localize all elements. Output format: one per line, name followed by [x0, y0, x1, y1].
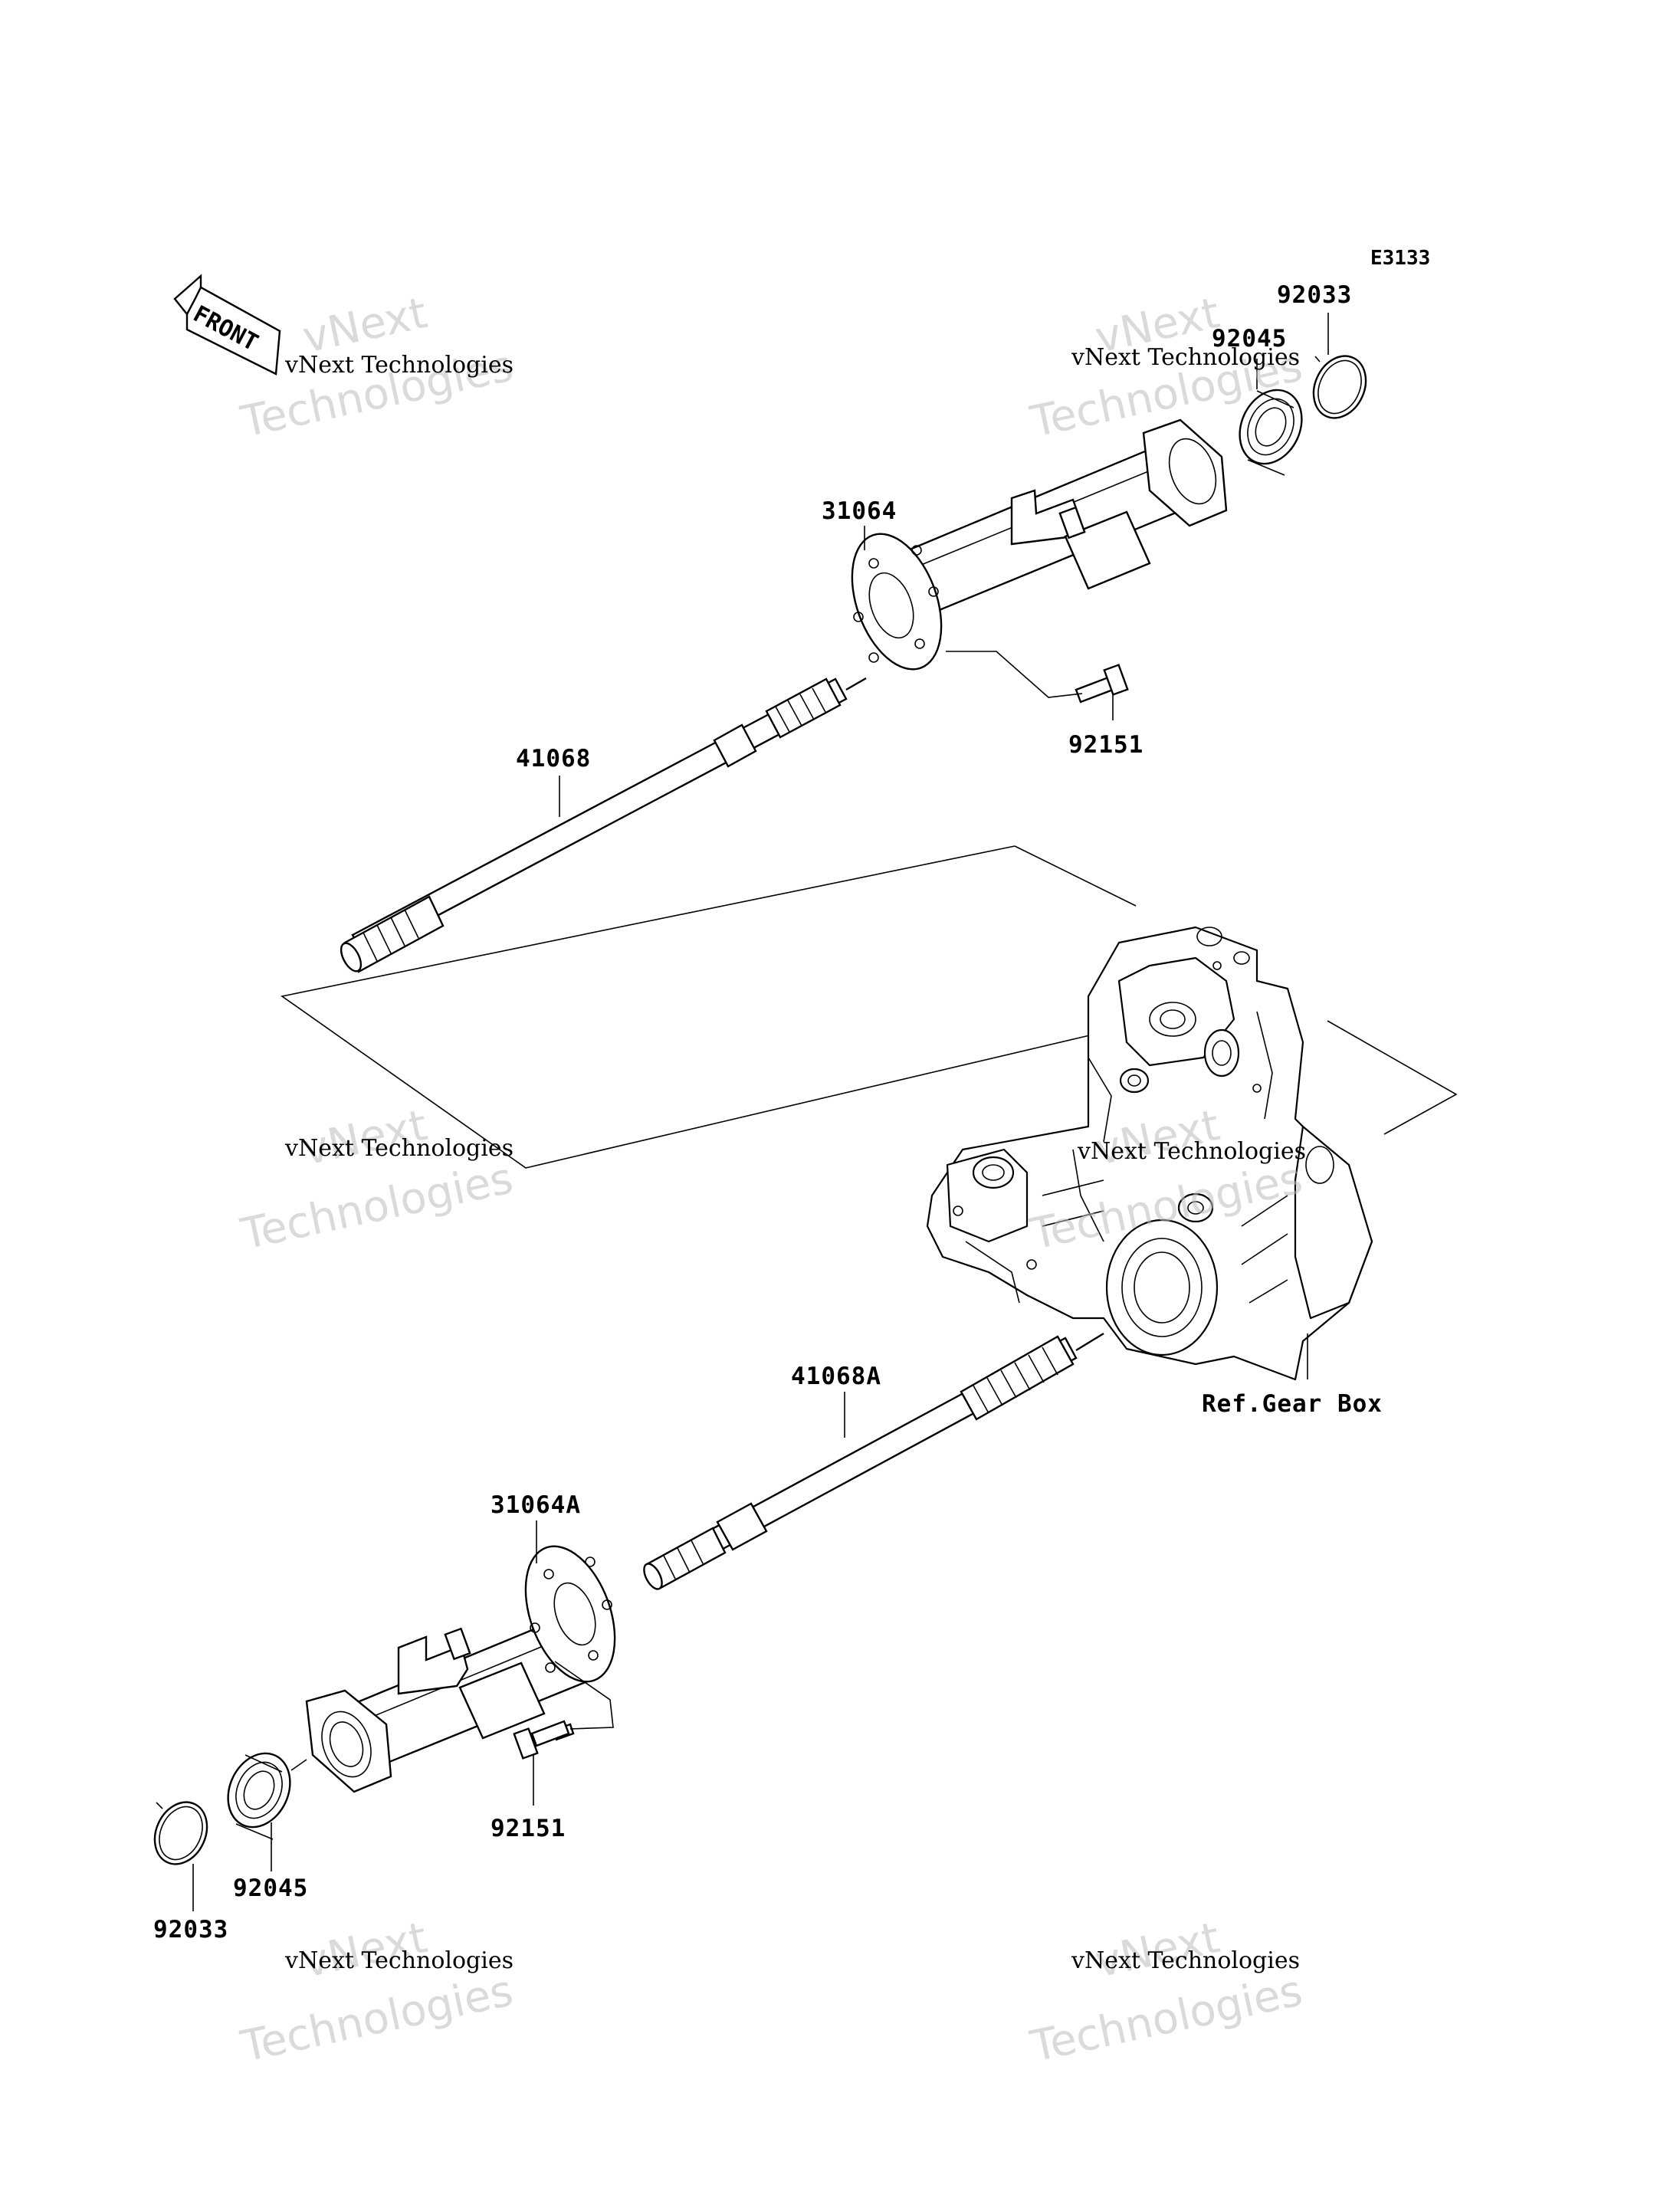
lower-axle-housing	[305, 1545, 616, 1793]
leader-upper-bolt-ref	[946, 651, 1083, 698]
lower-bearing	[227, 1752, 307, 1840]
svg-text:vNext Technologies: vNext Technologies	[1071, 344, 1300, 371]
part-label-lower-bearing: 92045	[233, 1875, 308, 1902]
lower-circlip	[153, 1801, 208, 1865]
part-label-lower-housing: 31064A	[491, 1491, 581, 1519]
reference-label: Ref.Gear Box	[1202, 1390, 1383, 1418]
upper-axle-shaft	[340, 677, 867, 973]
watermark: vNext Technologies vNext Technologies	[236, 1913, 517, 2072]
svg-text:vNext Technologies: vNext Technologies	[284, 1947, 514, 1974]
upper-circlip	[1312, 355, 1367, 419]
part-label-lower-shaft: 41068A	[791, 1363, 881, 1390]
guide-line	[281, 845, 1094, 1169]
watermark: vNext Technologies vNext Technologies	[236, 288, 517, 448]
svg-text:Technologies: Technologies	[1025, 1966, 1306, 2072]
upper-bearing	[1239, 389, 1303, 476]
gear-box	[926, 926, 1373, 1381]
part-label-lower-bolt: 92151	[491, 1815, 566, 1842]
lower-axle-shaft	[643, 1332, 1104, 1590]
svg-text:vNext Technologies: vNext Technologies	[1077, 1138, 1306, 1165]
watermark: vNext Technologies vNext Technologies	[1025, 1913, 1306, 2072]
svg-text:Technologies: Technologies	[236, 1153, 517, 1260]
svg-text:vNext Technologies: vNext Technologies	[284, 1135, 514, 1162]
svg-text:vNext Technologies: vNext Technologies	[1071, 1947, 1300, 1974]
upper-bolt	[1075, 664, 1129, 704]
watermark: vNext Technologies vNext Technologies	[236, 1100, 517, 1260]
lower-bolt	[513, 1720, 575, 1760]
svg-text:Technologies: Technologies	[236, 1966, 517, 2072]
part-label-upper-shaft: 41068	[516, 745, 591, 772]
part-label-upper-ring: 92033	[1277, 281, 1352, 309]
guide-line	[1014, 845, 1137, 907]
part-label-upper-bolt: 92151	[1068, 731, 1144, 759]
guide-line	[1327, 1020, 1458, 1135]
part-label-upper-bearing: 92045	[1212, 325, 1287, 353]
part-label-upper-housing: 31064	[822, 497, 897, 525]
upper-axle-housing	[851, 418, 1228, 671]
leader-lower-bolt-ref	[554, 1661, 614, 1730]
diagram-code: E3133	[1370, 247, 1430, 270]
front-arrow-icon: FRONT	[173, 274, 281, 376]
part-label-lower-ring: 92033	[153, 1916, 228, 1944]
svg-text:vNext Technologies: vNext Technologies	[284, 352, 514, 379]
